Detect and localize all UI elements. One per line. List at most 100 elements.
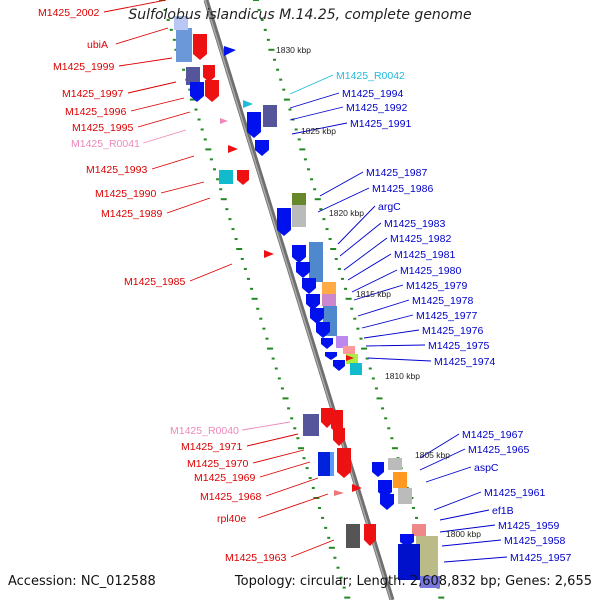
gene-label-left: rpl40e (217, 513, 246, 525)
leader-line (130, 97, 185, 112)
gene-label-right: ef1B (492, 505, 514, 517)
leader-line (353, 284, 404, 301)
leader-line (439, 524, 496, 533)
leader-line (115, 27, 169, 45)
gene-feature (176, 28, 192, 62)
kbp-mark: 1805 kbp (415, 450, 450, 460)
backbone-highlight (204, 0, 392, 600)
gene-feature (228, 145, 238, 153)
leader-line (252, 449, 305, 464)
leader-line (166, 197, 211, 214)
gene-label-right: M1425_R0042 (336, 70, 405, 82)
gene-feature (316, 322, 330, 338)
gene-label-right: M1425_1977 (416, 310, 477, 322)
gene-label-right: M1425_1992 (346, 102, 407, 114)
gene-feature (277, 208, 291, 236)
gene-label-right: M1425_1965 (468, 444, 529, 456)
gene-feature (378, 480, 392, 498)
gene-feature (400, 534, 414, 547)
gene-feature (296, 262, 310, 278)
gene-feature (247, 112, 261, 138)
gene-feature (325, 352, 337, 360)
topology-text: Topology: circular; Length: 2,608,832 bp… (234, 574, 592, 589)
gene-feature (322, 282, 336, 294)
gene-feature (318, 452, 332, 476)
kbp-mark: 1815 kbp (356, 289, 391, 299)
gene-feature (334, 490, 344, 496)
gene-feature (380, 494, 394, 510)
leader-line (265, 477, 319, 497)
gene-feature (205, 80, 219, 102)
leader-line (441, 539, 502, 547)
leader-line (317, 187, 370, 213)
leader-line (290, 539, 335, 558)
gene-feature (333, 428, 345, 446)
leader-line (189, 263, 233, 282)
leader-line (361, 314, 414, 329)
gene-label-left: M1425_1999 (53, 61, 114, 73)
gene-feature (352, 484, 362, 492)
gene-label-right: M1425_1961 (484, 487, 545, 499)
leader-line (365, 344, 426, 347)
gene-feature (292, 193, 306, 205)
accession-text: Accession: NC_012588 (8, 574, 156, 589)
gene-feature (330, 452, 334, 476)
leader-line (433, 491, 482, 511)
gene-feature (393, 472, 407, 488)
leader-line (291, 122, 348, 135)
gene-feature (263, 105, 277, 127)
leader-line (137, 111, 191, 128)
gene-feature (398, 544, 420, 580)
gene-feature (292, 205, 306, 227)
gene-feature (322, 294, 336, 306)
gene-label-left: M1425_1970 (187, 458, 248, 470)
gene-feature (336, 336, 348, 348)
leader-line (289, 106, 344, 121)
gene-label-right: M1425_1982 (390, 233, 451, 245)
gene-feature (306, 294, 320, 310)
gene-label-left: M1425_1968 (200, 491, 261, 503)
gene-label-left: M1425_1990 (95, 188, 156, 200)
gene-label-left: M1425_1971 (181, 441, 242, 453)
leader-line (118, 57, 173, 67)
gene-feature (237, 170, 249, 185)
gene-label-left: M1425_1995 (72, 122, 133, 134)
gene-label-left: M1425_2002 (38, 7, 99, 19)
gene-label-right: M1425_1980 (400, 265, 461, 277)
gene-label-right: M1425_1987 (366, 167, 427, 179)
gene-feature (243, 100, 253, 108)
leader-line (363, 329, 420, 339)
gene-feature (343, 346, 355, 354)
leader-line (357, 299, 410, 317)
gene-label-left: M1425_1996 (65, 106, 126, 118)
gene-feature (346, 354, 358, 364)
gene-label-left: M1425_1997 (62, 88, 123, 100)
gene-feature (398, 488, 412, 504)
gene-label-right: M1425_1978 (412, 295, 473, 307)
kbp-mark: 1800 kbp (446, 529, 481, 539)
gene-feature (321, 338, 333, 349)
gene-feature (193, 34, 207, 60)
gene-feature (309, 242, 323, 282)
leader-line (103, 0, 167, 13)
leader-line (259, 461, 311, 478)
gene-label-right: M1425_1974 (434, 356, 495, 368)
gene-label-right: M1425_1958 (504, 535, 565, 547)
gene-label-right: M1425_1975 (428, 340, 489, 352)
gene-feature (346, 355, 354, 361)
gene-label-right: M1425_1986 (372, 183, 433, 195)
kbp-mark: 1820 kbp (329, 208, 364, 218)
leader-line (127, 81, 177, 94)
leader-line (319, 171, 364, 197)
gene-label-right: M1425_1967 (462, 429, 523, 441)
gene-label-right: M1425_1991 (350, 118, 411, 130)
leader-line (419, 448, 466, 471)
gene-feature (203, 65, 215, 82)
leader-line (439, 509, 490, 521)
gene-label-left: M1425_R0040 (170, 425, 239, 437)
gene-label-right: M1425_1959 (498, 520, 559, 532)
gene-feature (350, 363, 362, 375)
gene-feature (364, 524, 376, 546)
backbone-line (203, 0, 395, 600)
